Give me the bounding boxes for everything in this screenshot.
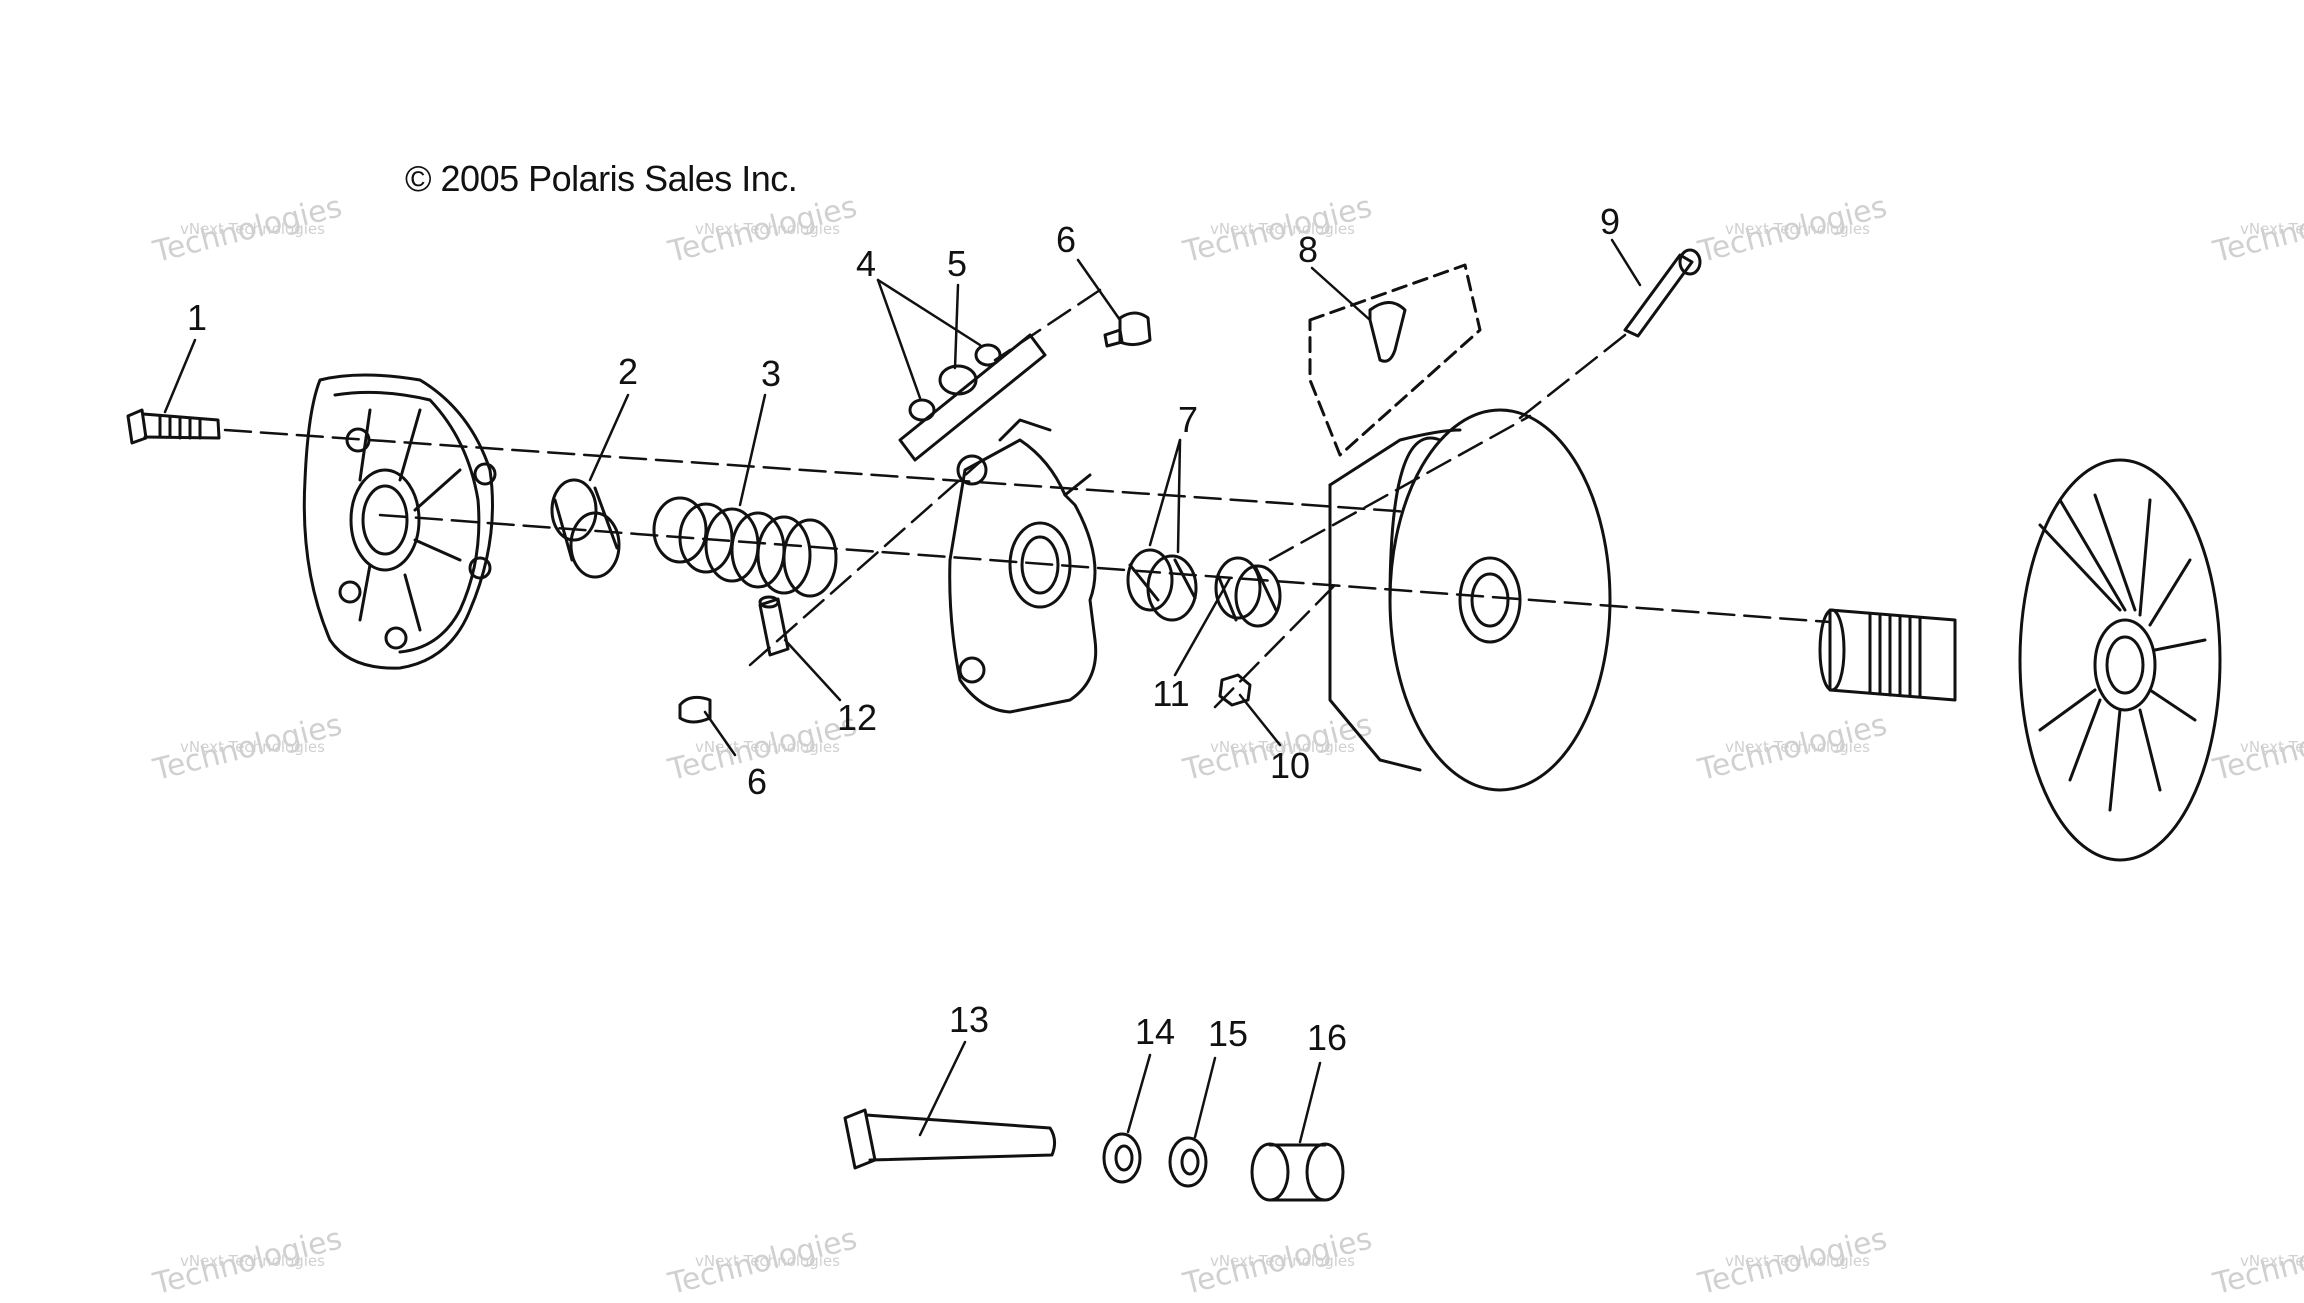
part-12-pin [758,595,790,657]
copyright-notice: © 2005 Polaris Sales Inc. [405,158,798,199]
part-6-cap-lower [678,695,712,724]
callout-15: 15 [1207,1013,1249,1054]
part-11-bushing [1214,556,1282,628]
part-fixed-sheave [1818,458,2222,862]
callout-4: 4 [855,243,877,284]
part-6-screw-upper [1103,311,1152,348]
callout-2: 2 [617,351,639,392]
callout-7: 7 [1177,399,1199,440]
leader-lines [163,238,1642,1144]
callout-1: 1 [186,297,208,338]
part-spider [948,418,1098,714]
part-1-bolt [126,408,221,445]
part-15-washer [1168,1136,1208,1188]
part-13-bolt [843,1108,1057,1170]
callout-13: 13 [948,999,990,1040]
callout-14: 14 [1134,1011,1176,1052]
part-cover-plate [302,373,497,670]
callout-12: 12 [836,697,878,738]
part-7-bushings [1126,548,1198,622]
part-9-pin [1623,248,1702,338]
part-3-spring [652,496,838,598]
part-10-nut [1218,673,1252,707]
part-moveable-sheave [1328,408,1612,792]
callout-11: 11 [1152,673,1190,714]
part-16-spacer [1250,1142,1345,1202]
callout-6-upper: 6 [1055,219,1077,260]
callout-5: 5 [946,243,968,284]
part-2-ring [550,478,621,579]
part-4-5-rollers [898,333,1047,462]
assembly-centerlines [223,288,1832,709]
callout-6-lower: 6 [746,761,768,802]
callout-16: 16 [1306,1017,1348,1058]
callout-8: 8 [1297,229,1319,270]
callout-9: 9 [1599,201,1621,242]
callout-10: 10 [1269,745,1311,786]
callout-3: 3 [760,353,782,394]
part-8-weight [1308,263,1482,457]
part-14-washer [1102,1132,1142,1184]
